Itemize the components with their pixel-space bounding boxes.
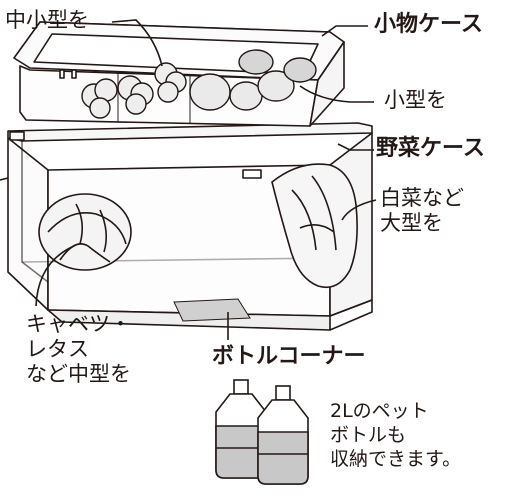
bottle-right bbox=[257, 385, 309, 485]
leader-vegetable-case bbox=[337, 143, 374, 151]
leader-napa bbox=[341, 199, 377, 221]
label-bottle-note-line3: 収納できます。 bbox=[330, 447, 462, 470]
label-bottle-corner: ボトルコーナー bbox=[212, 344, 366, 369]
label-vegetable-case: 野菜ケース bbox=[376, 136, 485, 161]
label-cabbage-lettuce-line2: レタス bbox=[26, 336, 89, 361]
label-bottle-note: 2Lのペット ボトルも 収納できます。 bbox=[330, 400, 461, 471]
leader-left-edge bbox=[0, 177, 9, 181]
label-cabbage-lettuce-line1: キャベツ・ bbox=[26, 312, 131, 336]
label-medium-small: 中小型を bbox=[5, 8, 89, 32]
leader-small-case bbox=[321, 25, 368, 37]
label-napa-large-line1: 白菜など bbox=[380, 186, 464, 210]
cabbage-illustration bbox=[38, 193, 132, 271]
leader-small bbox=[299, 85, 374, 103]
pet-bottles-illustration bbox=[215, 379, 309, 485]
label-cabbage-lettuce: キャベツ・ レタス など中型を bbox=[26, 312, 131, 386]
label-napa-large: 白菜など 大型を bbox=[380, 186, 464, 236]
label-napa-large-line2: 大型を bbox=[380, 210, 443, 235]
leader-medium-small bbox=[111, 19, 163, 67]
leader-lines bbox=[0, 19, 377, 340]
label-small-items-case: 小物ケース bbox=[374, 12, 483, 37]
bottle-corner-area bbox=[173, 298, 251, 322]
tomatoes-illustration bbox=[189, 49, 317, 111]
label-cabbage-lettuce-line3: など中型を bbox=[26, 361, 131, 386]
broccoli-illustration bbox=[81, 62, 187, 119]
label-bottle-note-line1: 2Lのペット bbox=[330, 400, 429, 422]
label-small: 小型を bbox=[384, 88, 447, 112]
label-bottle-note-line2: ボトルも bbox=[330, 423, 407, 446]
napa-cabbage-illustration bbox=[271, 163, 358, 289]
leader-cabbage bbox=[35, 245, 75, 307]
